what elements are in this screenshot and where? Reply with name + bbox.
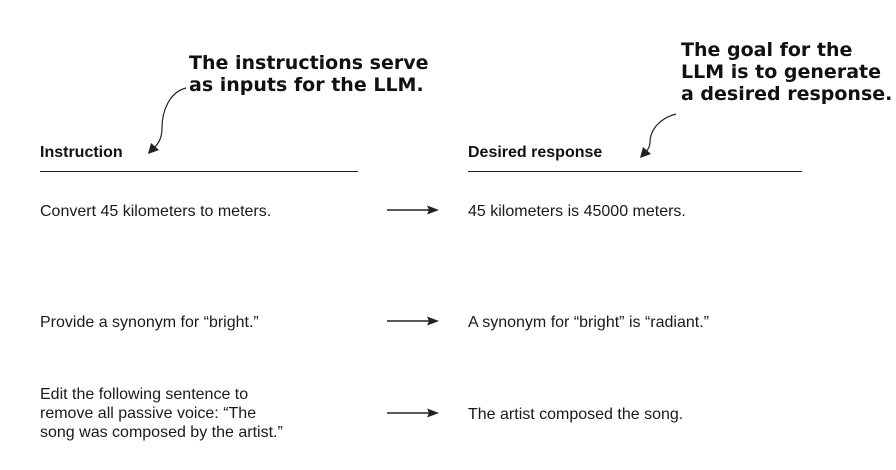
annotation-line: a desired response. bbox=[681, 83, 893, 105]
annotation-line: as inputs for the LLM. bbox=[189, 74, 424, 96]
header-divider-right bbox=[468, 171, 802, 172]
instruction-cell: Edit the following sentence to remove al… bbox=[40, 385, 283, 442]
annotation-line: LLM is to generate bbox=[681, 61, 881, 83]
instruction-line: Convert 45 kilometers to meters. bbox=[40, 203, 272, 220]
right-arrow-icon bbox=[387, 316, 439, 326]
instruction-line: Provide a synonym for “bright.” bbox=[40, 314, 259, 331]
header-desired-response: Desired response bbox=[468, 144, 603, 161]
response-cell: 45 kilometers is 45000 meters. bbox=[468, 203, 686, 220]
header-instruction: Instruction bbox=[40, 144, 123, 161]
callout-curve-right bbox=[644, 113, 677, 154]
response-cell: The artist composed the song. bbox=[468, 406, 684, 423]
right-arrow-icon bbox=[387, 408, 439, 418]
right-arrow-icon bbox=[387, 205, 439, 215]
callout-curve-left bbox=[153, 87, 187, 149]
instruction-line: remove all passive voice: “The bbox=[40, 405, 257, 422]
instruction-cell: Convert 45 kilometers to meters. bbox=[40, 202, 271, 221]
header-divider-left bbox=[40, 171, 358, 172]
callout-arrowhead-left bbox=[148, 143, 159, 154]
instruction-line: Edit the following sentence to bbox=[40, 386, 249, 403]
instruction-line: song was composed by the artist.” bbox=[40, 424, 283, 441]
annotation-instructions: The instructions serve as inputs for the… bbox=[189, 52, 429, 96]
instruction-cell: Provide a synonym for “bright.” bbox=[40, 313, 259, 332]
response-cell: A synonym for “bright” is “radiant.” bbox=[468, 314, 709, 331]
annotation-goal: The goal for the LLM is to generate a de… bbox=[681, 39, 892, 105]
callout-arrowhead-right bbox=[640, 147, 651, 158]
annotation-line: The goal for the bbox=[681, 39, 853, 61]
annotation-line: The instructions serve bbox=[189, 52, 429, 74]
